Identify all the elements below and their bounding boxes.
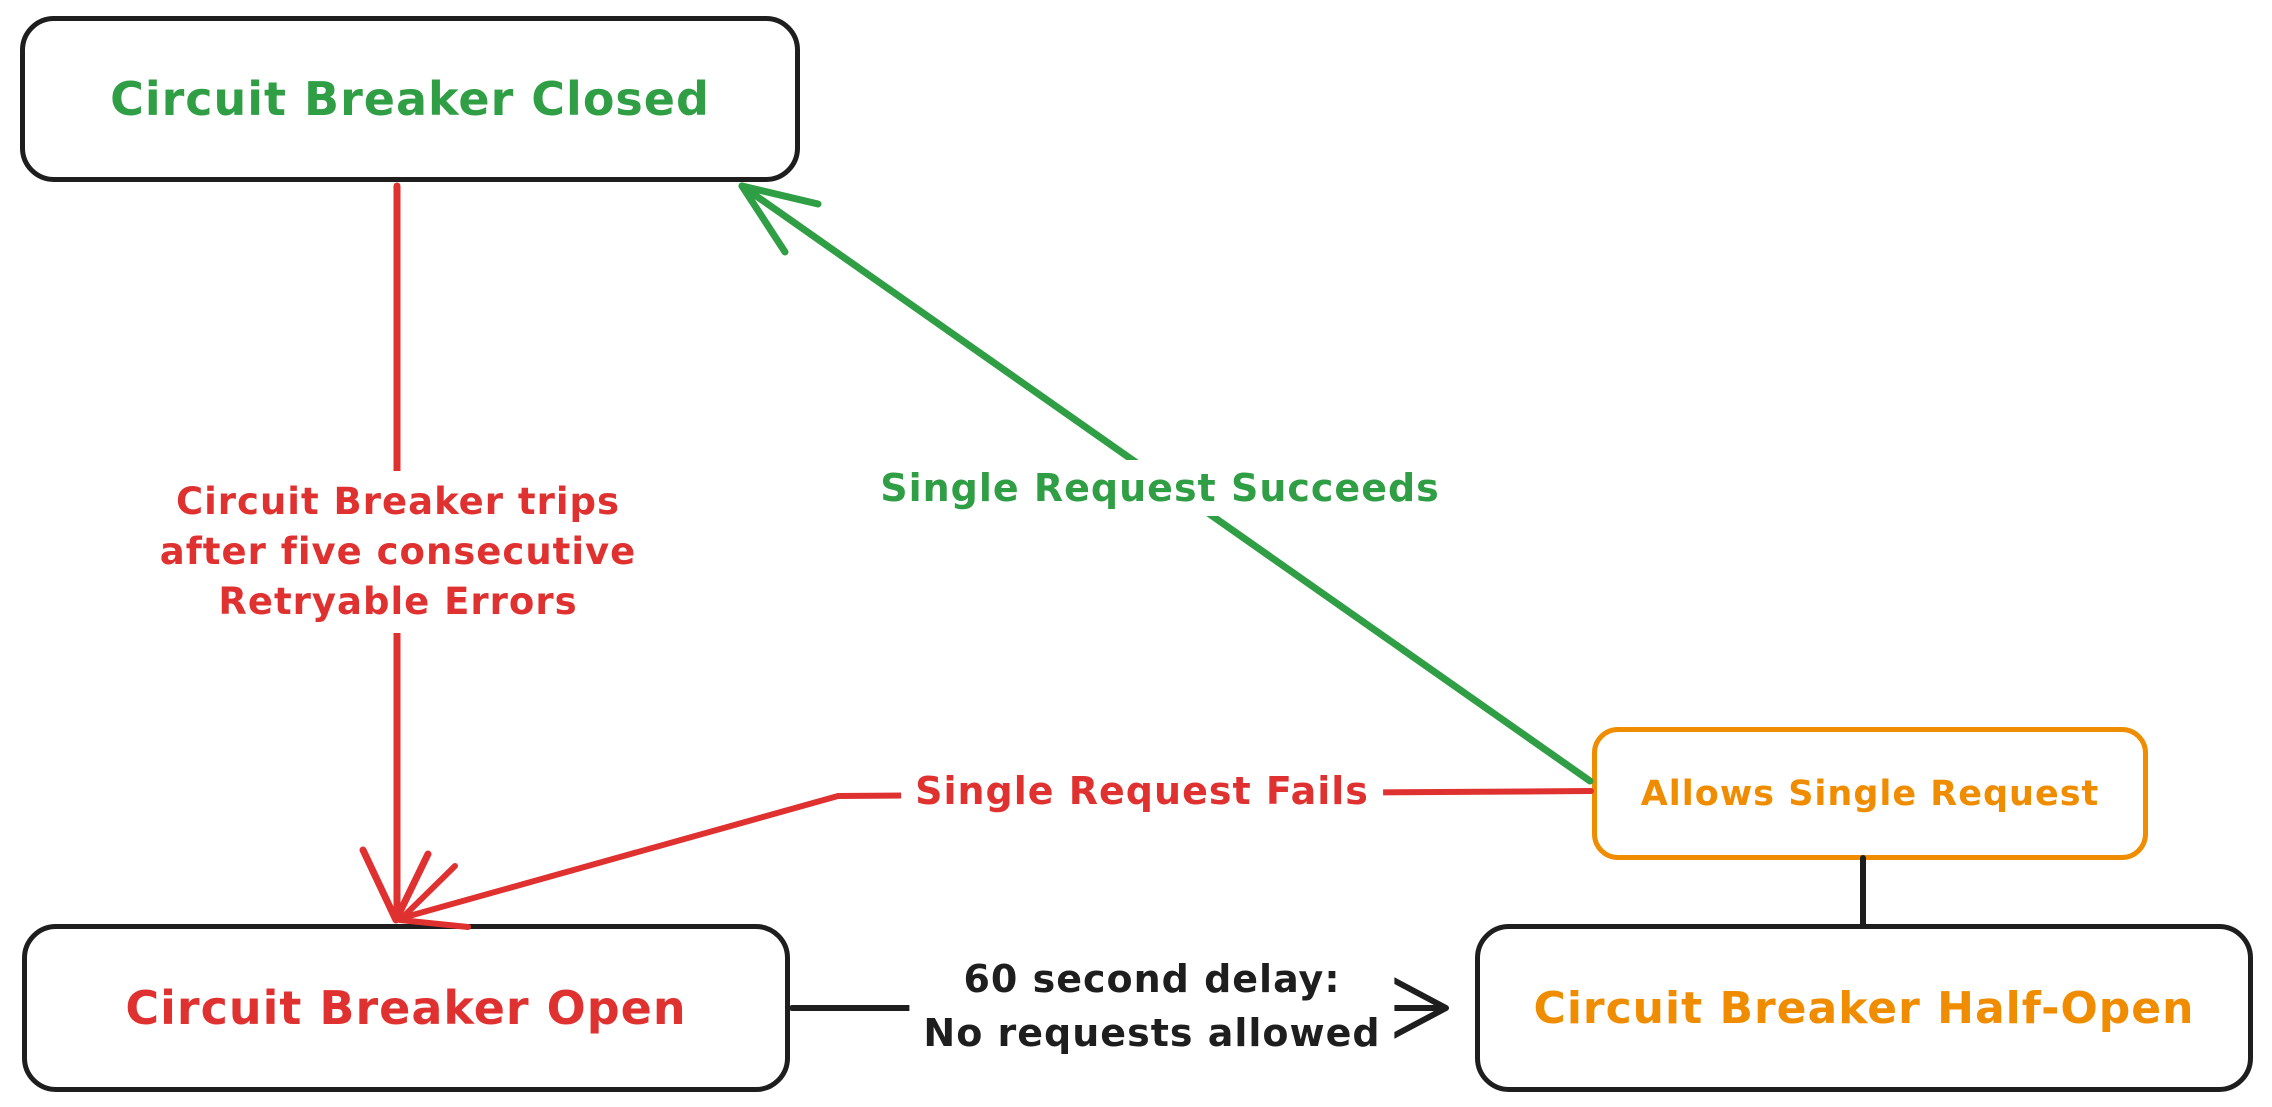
node-circuit-breaker-open: Circuit Breaker Open	[22, 924, 790, 1092]
edge-label-fails-text: Single Request Fails	[915, 769, 1369, 813]
edge-succeeds-arrowhead-icon	[738, 182, 822, 256]
node-allows-single-request: Allows Single Request	[1592, 727, 2148, 860]
edge-label-trips-line3: Retryable Errors	[218, 580, 578, 623]
edge-label-trips: Circuit Breaker trips after five consecu…	[145, 471, 651, 633]
edge-fails-arrowhead-icon	[397, 863, 471, 930]
node-allows-label: Allows Single Request	[1640, 773, 2100, 814]
node-closed-label: Circuit Breaker Closed	[110, 72, 710, 126]
edge-label-trips-line1: Circuit Breaker trips	[175, 480, 621, 523]
edge-label-delay-line2: No requests allowed	[923, 1011, 1381, 1055]
edge-label-succeeds-text: Single Request Succeeds	[880, 466, 1440, 510]
node-open-label: Circuit Breaker Open	[125, 981, 687, 1035]
node-circuit-breaker-closed: Circuit Breaker Closed	[20, 16, 800, 182]
edge-delay-arrowhead-icon	[1379, 971, 1449, 1045]
edge-label-delay-line1: 60 second delay:	[963, 957, 1341, 1001]
edge-label-trips-line2: after five consecutive	[159, 530, 637, 573]
node-circuit-breaker-half-open: Circuit Breaker Half-Open	[1475, 924, 2253, 1092]
edge-trips-arrowhead-icon	[359, 846, 432, 924]
edge-label-delay: 60 second delay: No requests allowed	[909, 946, 1395, 1066]
edge-label-fails: Single Request Fails	[901, 763, 1383, 819]
edge-label-succeeds: Single Request Succeeds	[866, 460, 1454, 516]
node-half-open-label: Circuit Breaker Half-Open	[1533, 982, 2195, 1034]
